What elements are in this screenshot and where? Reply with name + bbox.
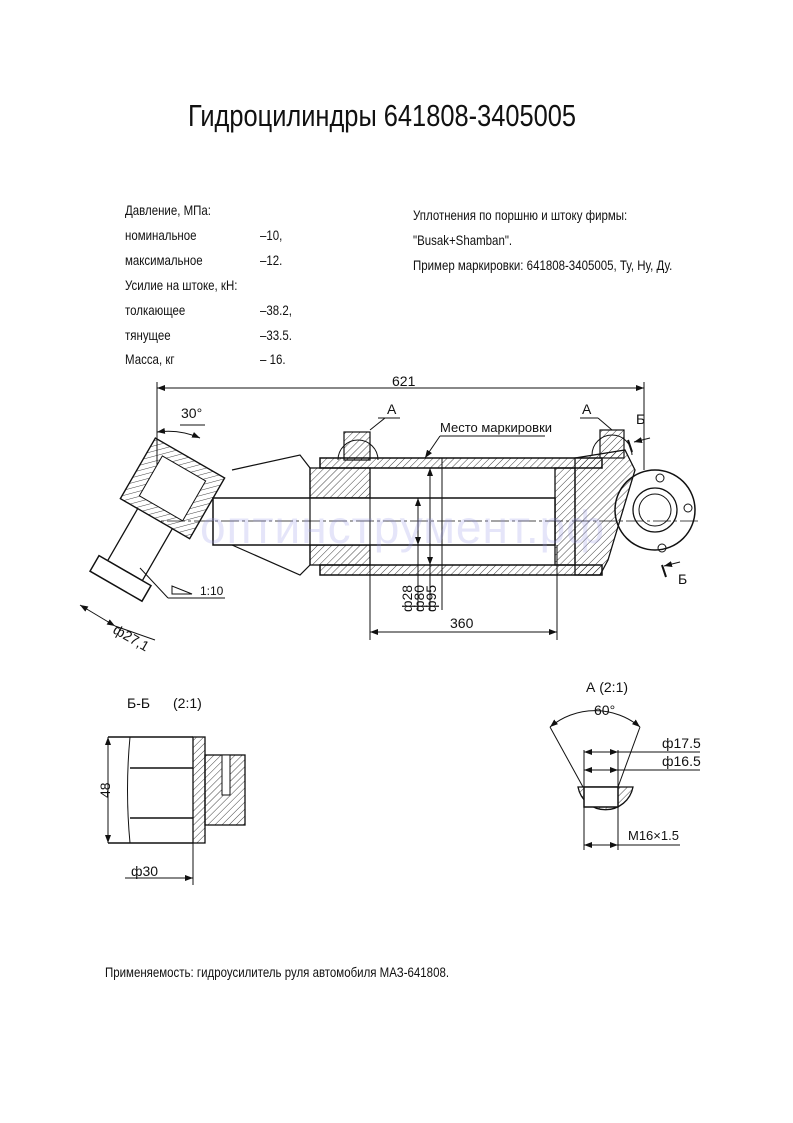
spec-label: тянущее	[125, 327, 171, 343]
marking-place-label: Место маркировки	[440, 420, 553, 435]
spec-value: –33.5.	[260, 327, 292, 343]
mass-label: Масса, кг	[125, 351, 175, 367]
section-bb-title: Б-Б	[127, 695, 151, 711]
detail-a-title: А (2:1)	[586, 679, 629, 695]
section-bb-scale: (2:1)	[173, 695, 202, 711]
section-b-label: Б	[678, 571, 688, 587]
spec-value: –10,	[260, 227, 283, 243]
stroke-dimension: 360	[450, 615, 474, 631]
spec-label: максимальное	[125, 252, 203, 268]
spec-label: номинальное	[125, 227, 197, 243]
section-a-label: А	[387, 401, 397, 417]
section-a-label: А	[582, 401, 592, 417]
force-label: Усилие на штоке, кН:	[125, 277, 238, 293]
angle-dimension: 30°	[181, 405, 203, 421]
note-line: Уплотнения по поршню и штоку фирмы:	[413, 207, 628, 223]
mass-value: – 16.	[260, 351, 286, 367]
diameter-dimension: ф17.5	[662, 735, 701, 751]
watermark: оптинструмент.рф	[200, 501, 606, 553]
overall-length-dimension: 621	[392, 373, 416, 389]
section-b-label: Б	[636, 411, 646, 427]
spec-label: толкающее	[125, 302, 186, 318]
note-line: "Busak+Shamban".	[413, 232, 513, 248]
note-line: Пример маркировки: 641808-3405005, Ту, Н…	[413, 257, 673, 273]
tube-diameter-dimension: ф95	[423, 584, 439, 612]
angle-dimension: 60°	[594, 702, 616, 718]
taper-label: 1:10	[200, 584, 224, 598]
thread-dimension: М16×1.5	[628, 828, 679, 843]
spec-value: –12.	[260, 252, 283, 268]
spec-value: –38.2,	[260, 302, 292, 318]
applicability-note: Применяемость: гидроусилитель руля автом…	[105, 964, 450, 980]
diameter-dimension: ф30	[131, 863, 159, 879]
diameter-dimension: ф16.5	[662, 753, 701, 769]
height-dimension: 48	[97, 782, 113, 798]
pressure-label: Давление, МПа:	[125, 202, 211, 218]
page-title: Гидроцилиндры 641808-3405005	[188, 98, 577, 133]
